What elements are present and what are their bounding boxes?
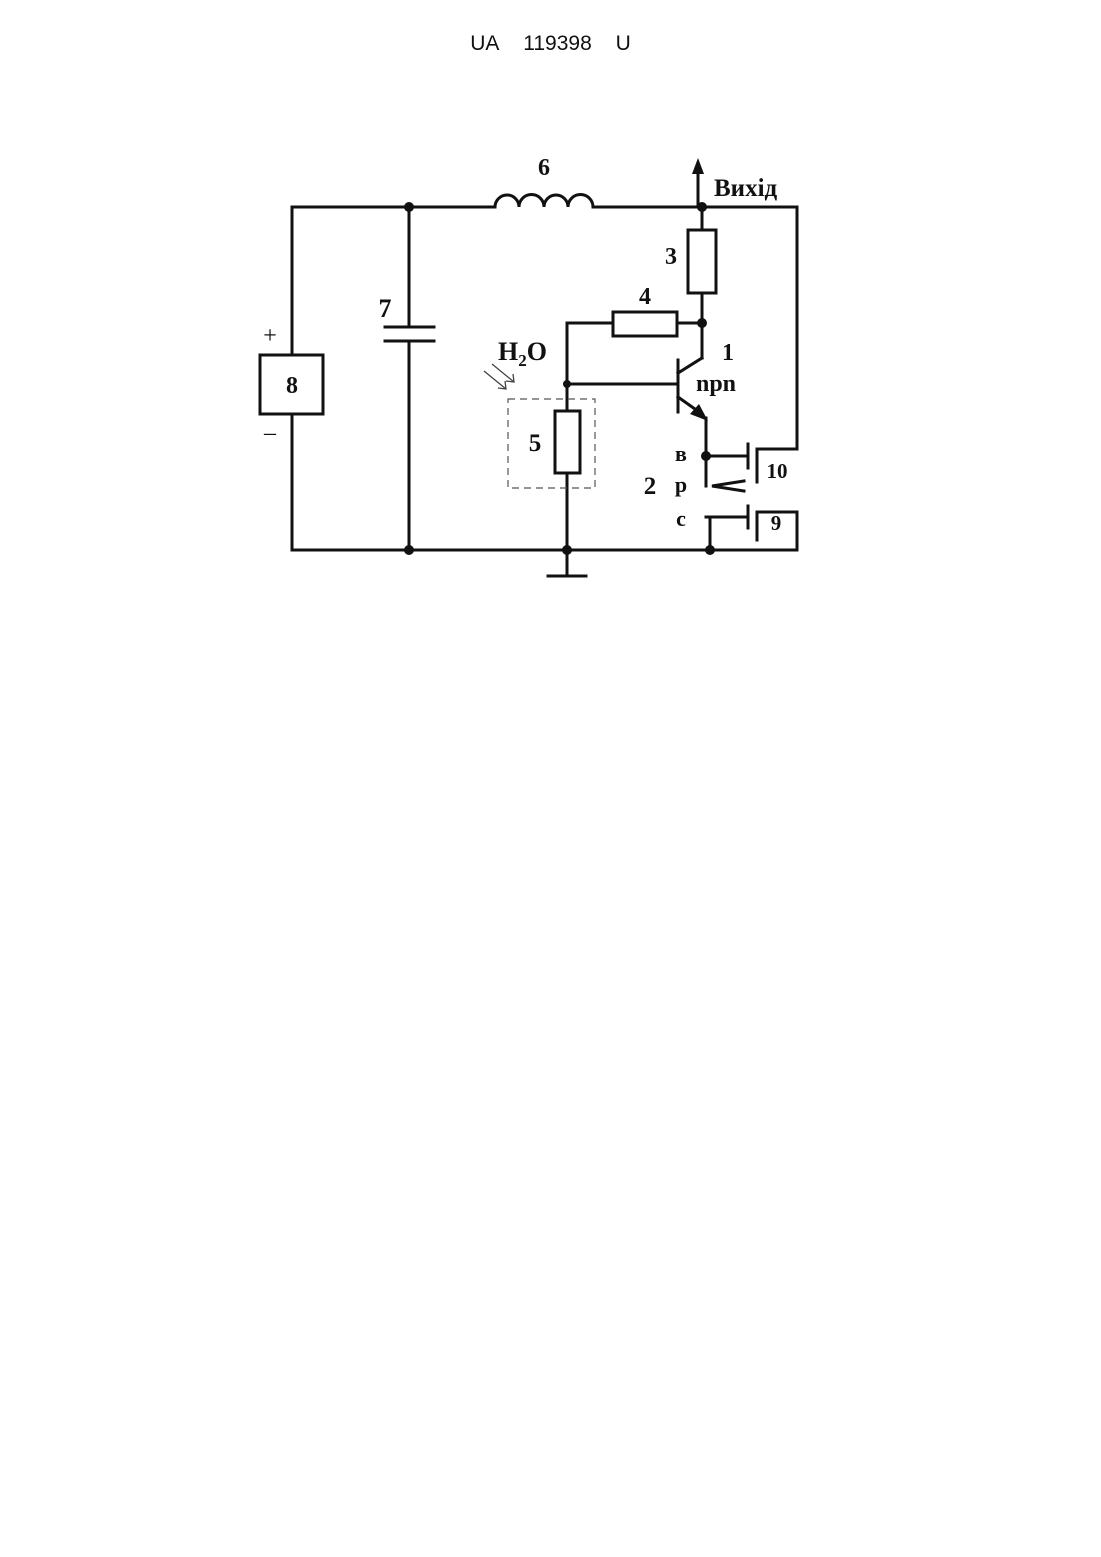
cell-2	[712, 444, 757, 540]
output-arrow	[692, 158, 704, 207]
sensor-enclosure	[508, 399, 595, 488]
minus-label: –	[263, 420, 277, 446]
water-label: H2O	[498, 337, 547, 370]
inductor-label: 6	[538, 155, 550, 181]
contact-10-label: 10	[767, 459, 788, 483]
layer-c-label: с	[676, 506, 686, 531]
resistor-3-label: 3	[665, 244, 677, 270]
layer-b-label: в	[675, 441, 687, 466]
resistor-4-label: 4	[639, 284, 651, 310]
capacitor-7	[385, 327, 434, 341]
transistor-type-label: npn	[696, 371, 736, 397]
output-label: Вихід	[714, 175, 778, 202]
humidity-sensor-5	[555, 411, 580, 473]
cell-2-label: 2	[644, 473, 657, 500]
plus-label: +	[263, 323, 277, 349]
light-arrows-icon	[484, 364, 514, 389]
contact-9-label: 9	[771, 511, 782, 535]
inductor-6	[495, 195, 593, 208]
transistor-number-label: 1	[722, 340, 734, 366]
sensor-5-label: 5	[529, 430, 542, 457]
resistor-3	[688, 230, 716, 293]
source-8-label: 8	[286, 373, 298, 399]
resistor-4	[613, 312, 677, 336]
layer-p-label: р	[675, 472, 687, 497]
capacitor-7-label: 7	[379, 294, 392, 323]
